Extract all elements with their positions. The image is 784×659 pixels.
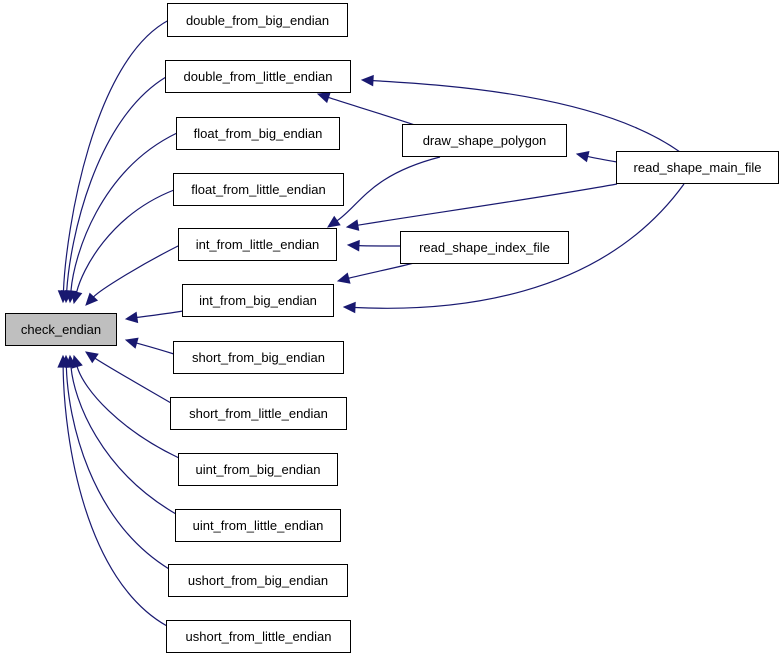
edge-arrowhead bbox=[346, 239, 360, 252]
edge-arrowhead bbox=[57, 354, 69, 368]
node-read-shape-index-file[interactable]: read_shape_index_file bbox=[400, 231, 569, 264]
edge-read-shape-index-file-to-int-from-little-endian bbox=[346, 239, 401, 252]
edge-line bbox=[357, 183, 618, 226]
edge-arrowhead bbox=[327, 215, 341, 228]
edge-read-shape-main-file-to-int-from-big-endian bbox=[342, 183, 685, 314]
edge-arrowhead bbox=[124, 311, 139, 324]
edge-line bbox=[372, 80, 681, 153]
edge-line bbox=[136, 342, 175, 355]
edge-read-shape-main-file-to-int-from-little-endian bbox=[345, 183, 618, 231]
edge-line bbox=[62, 366, 168, 627]
node-int-from-little-endian[interactable]: int_from_little_endian bbox=[178, 228, 337, 261]
node-read-shape-main-file[interactable]: read_shape_main_file bbox=[616, 151, 779, 184]
edge-arrowhead bbox=[345, 219, 360, 231]
node-ushort-from-big-endian[interactable]: ushort_from_big_endian bbox=[168, 564, 348, 597]
node-short-from-little-endian[interactable]: short_from_little_endian bbox=[170, 397, 347, 430]
node-float-from-big-endian[interactable]: float_from_big_endian bbox=[176, 117, 340, 150]
node-short-from-big-endian[interactable]: short_from_big_endian bbox=[173, 341, 344, 374]
node-uint-from-little-endian[interactable]: uint_from_little_endian bbox=[175, 509, 341, 542]
edge-arrowhead bbox=[575, 150, 590, 163]
edge-arrowhead bbox=[85, 292, 99, 306]
node-ushort-from-little-endian[interactable]: ushort_from_little_endian bbox=[166, 620, 351, 653]
node-float-from-little-endian[interactable]: float_from_little_endian bbox=[173, 173, 344, 206]
edge-line bbox=[70, 132, 178, 292]
edge-line bbox=[587, 155, 618, 163]
node-int-from-big-endian[interactable]: int_from_big_endian bbox=[182, 284, 334, 317]
edge-line bbox=[136, 310, 184, 319]
edge-arrowhead bbox=[360, 74, 374, 87]
edge-ushort-from-little-endian-to-check-endian bbox=[57, 354, 168, 627]
edge-read-shape-index-file-to-int-from-big-endian bbox=[336, 262, 415, 284]
edge-line bbox=[336, 156, 441, 222]
edge-arrowhead bbox=[316, 92, 331, 104]
edge-arrowhead bbox=[71, 290, 83, 305]
edge-int-from-little-endian-to-check-endian bbox=[85, 244, 181, 306]
node-draw-shape-polygon[interactable]: draw_shape_polygon bbox=[402, 124, 567, 157]
edge-int-from-big-endian-to-check-endian bbox=[124, 310, 184, 324]
edge-arrowhead bbox=[336, 272, 351, 284]
edge-read-shape-main-file-to-draw-shape-polygon bbox=[575, 150, 618, 163]
edge-read-shape-main-file-to-double-from-little-endian bbox=[360, 74, 681, 153]
edge-short-from-big-endian-to-check-endian bbox=[124, 337, 175, 355]
edge-line bbox=[76, 366, 180, 459]
edge-arrowhead bbox=[342, 301, 356, 314]
edge-line bbox=[65, 366, 170, 570]
node-check-endian[interactable]: check_endian bbox=[5, 313, 117, 346]
edge-draw-shape-polygon-to-int-from-little-endian bbox=[327, 156, 441, 228]
edge-draw-shape-polygon-to-double-from-little-endian bbox=[316, 92, 419, 127]
edge-line bbox=[70, 366, 177, 515]
edge-line bbox=[328, 96, 419, 127]
edge-arrowhead bbox=[124, 337, 139, 349]
node-double-from-little-endian[interactable]: double_from_little_endian bbox=[165, 60, 351, 93]
edge-line bbox=[93, 244, 181, 298]
node-uint-from-big-endian[interactable]: uint_from_big_endian bbox=[178, 453, 338, 486]
edge-line bbox=[354, 183, 685, 309]
edge-line bbox=[94, 357, 172, 404]
edge-short-from-little-endian-to-check-endian bbox=[85, 351, 172, 404]
edge-line bbox=[66, 76, 167, 292]
edge-line bbox=[348, 262, 415, 279]
edge-float-from-little-endian-to-check-endian bbox=[71, 189, 175, 305]
edge-line bbox=[76, 189, 175, 293]
node-double-from-big-endian[interactable]: double_from_big_endian bbox=[167, 3, 348, 37]
edge-arrowhead bbox=[85, 351, 99, 364]
edge-uint-from-big-endian-to-check-endian bbox=[71, 354, 180, 459]
edge-line bbox=[62, 19, 170, 292]
